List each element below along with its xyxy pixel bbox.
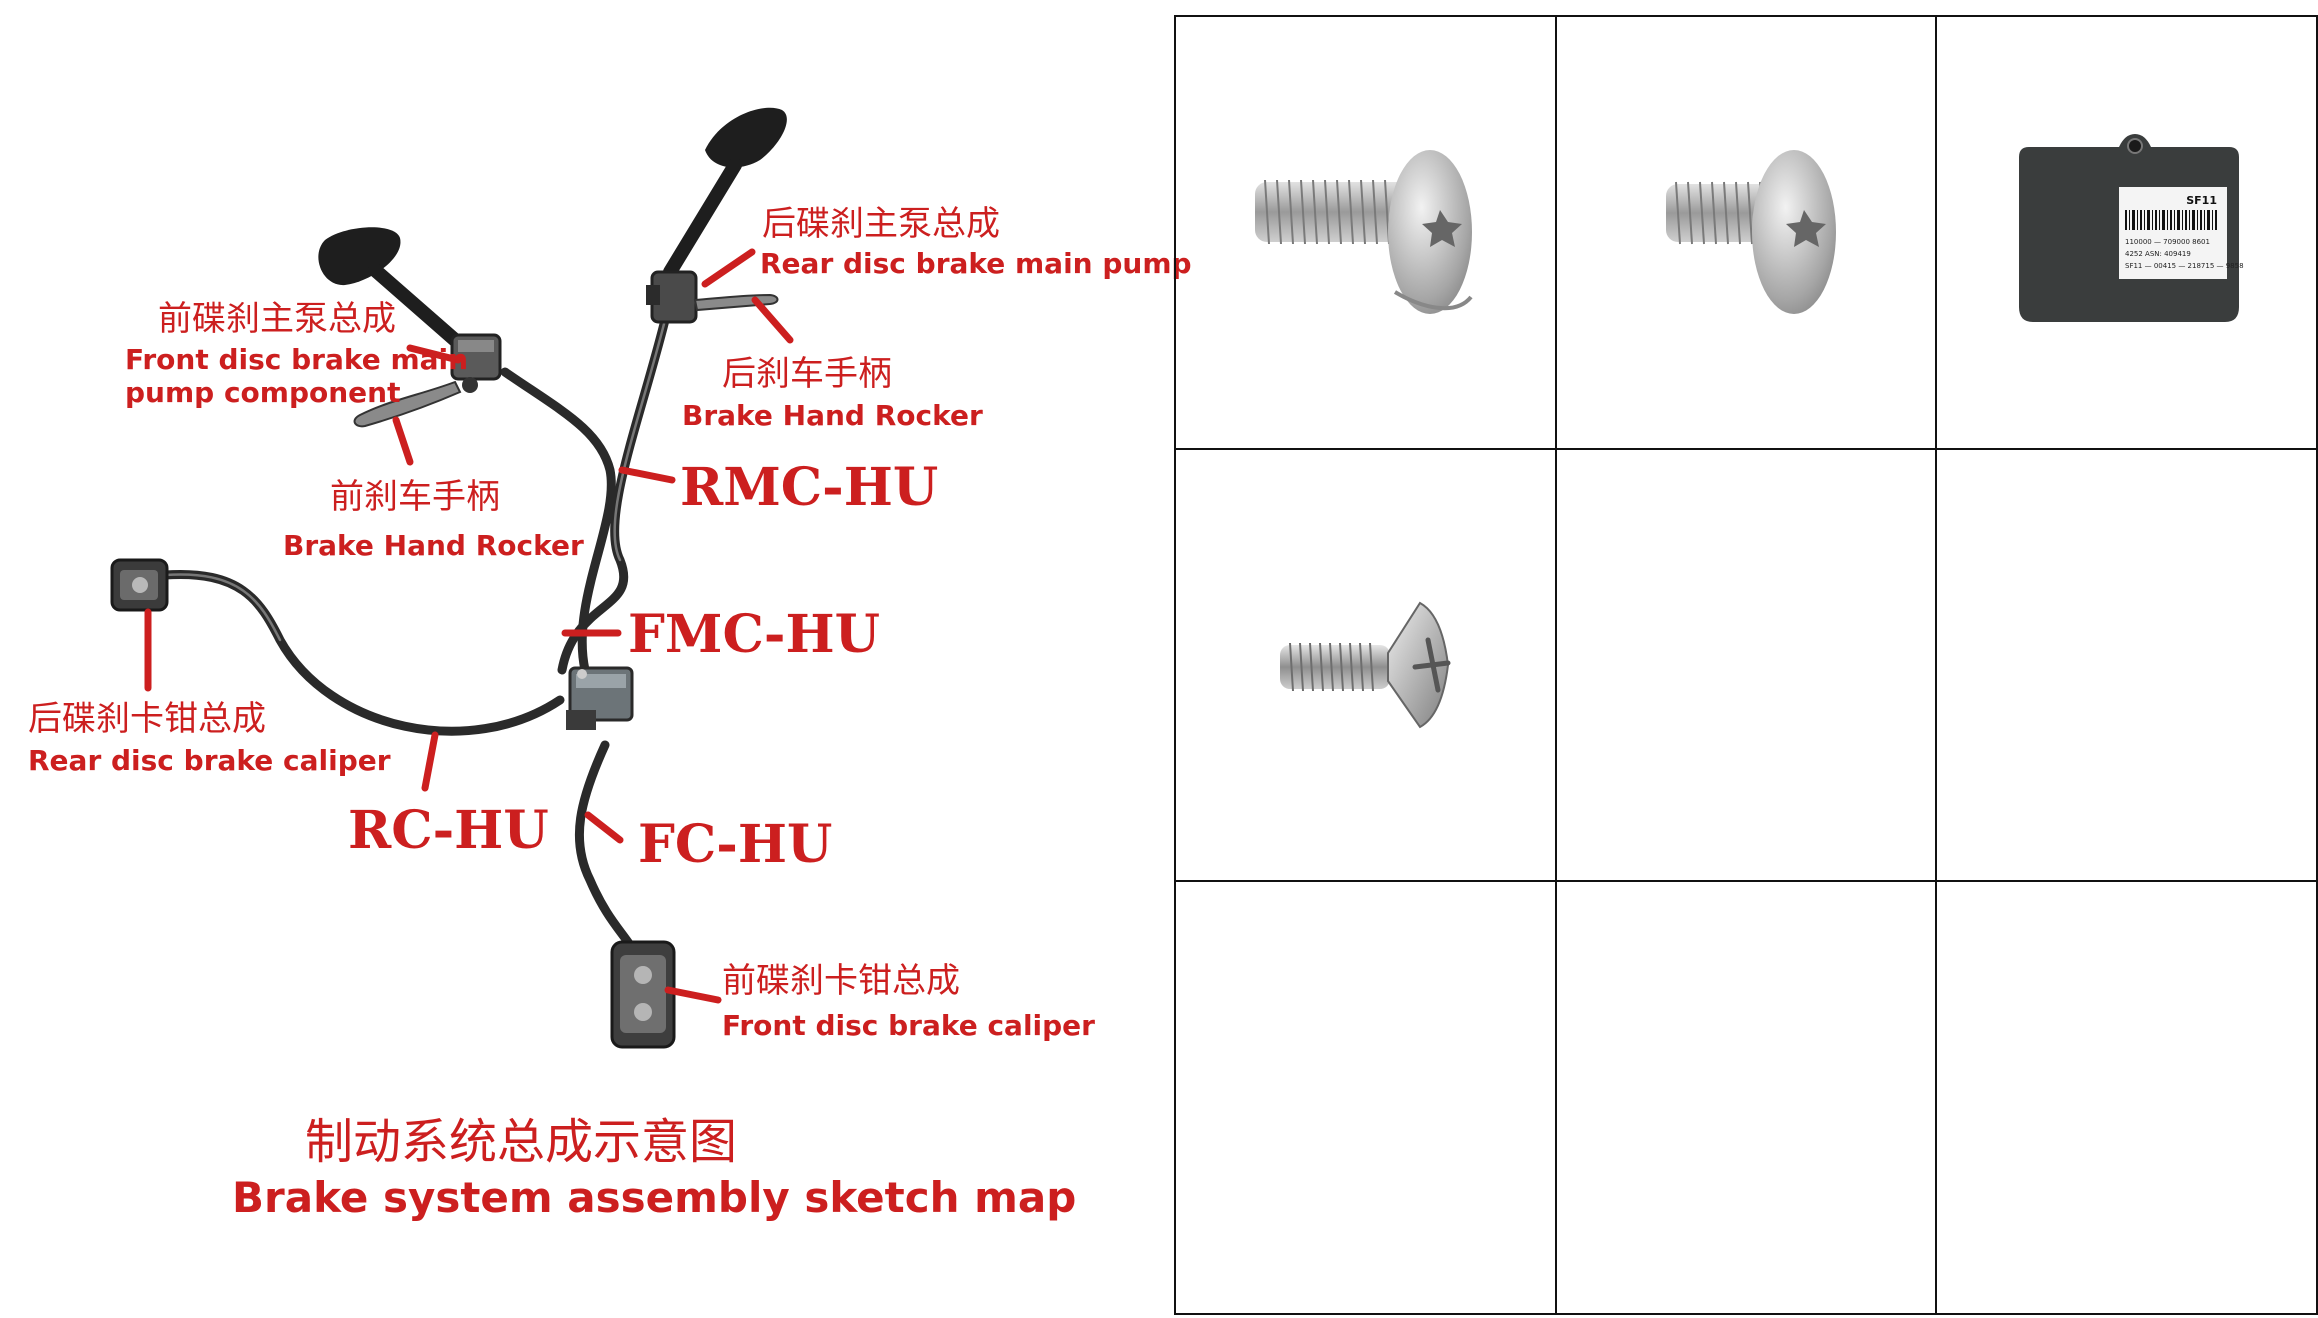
abs-label-line-3: 4252 ASN: 409419	[2125, 250, 2191, 258]
front-caliper-label-en: Front disc brake caliper	[722, 1009, 1095, 1042]
parts-grid-cell-empty	[1176, 882, 1557, 1315]
hose-fmc-hu	[500, 367, 616, 675]
rear-rocker-label-zh: 后刹车手柄	[722, 354, 892, 394]
parts-grid-cell	[1556, 17, 1938, 450]
rear-pump-label-en: Rear disc brake main pump	[760, 247, 1192, 280]
hose-fc-hu	[574, 740, 635, 950]
hose-code-fmc-hu: FMC-HU	[628, 604, 880, 665]
brake-system-diagram: 后碟刹主泵总成 Rear disc brake main pump 前碟刹主泵总…	[28, 107, 1192, 1222]
parts-grid-cell-empty	[1937, 449, 2318, 883]
front-pump-label-en-2: pump component	[125, 376, 400, 409]
rear-master-cylinder-icon	[646, 270, 698, 324]
hose-code-rmc-hu: RMC-HU	[680, 457, 938, 518]
pan-head-torx-screw-long-icon	[1255, 150, 1473, 315]
front-pump-label-zh: 前碟刹主泵总成	[158, 299, 396, 339]
front-rocker-label-zh: 前刹车手柄	[330, 477, 500, 517]
front-caliper-label-zh: 前碟刹卡钳总成	[722, 961, 960, 1001]
pan-head-torx-screw-short-icon	[1665, 150, 1836, 315]
abs-control-module-icon: SF11 110000 — 709000 8601 4252 ASN: 4094…	[2018, 134, 2244, 323]
parts-grid-cell	[1176, 449, 1557, 883]
front-rocker-label-en: Brake Hand Rocker	[283, 529, 584, 562]
abs-label-line-4: SF11 — 00415 — 218715 — 9858	[2125, 262, 2244, 270]
abs-label-line-1: SF11	[2186, 194, 2217, 207]
front-caliper-icon	[610, 940, 676, 1049]
front-mirror-icon	[318, 227, 462, 347]
rear-caliper-label-zh: 后碟刹卡钳总成	[28, 699, 266, 739]
leader-lines	[144, 248, 794, 1004]
parts-grid-cell: SF11 110000 — 709000 8601 4252 ASN: 4094…	[1937, 17, 2318, 450]
front-master-cylinder-icon	[450, 333, 502, 393]
parts-grid-cell-empty	[1937, 882, 2318, 1315]
diagram-title-zh: 制动系统总成示意图	[305, 1114, 737, 1170]
rear-caliper-label-en: Rear disc brake caliper	[28, 744, 391, 777]
front-brake-lever-icon	[353, 380, 462, 428]
countersunk-phillips-screw-icon	[1280, 601, 1451, 729]
brake-hoses	[160, 315, 670, 950]
hose-code-rc-hu: RC-HU	[348, 800, 549, 861]
rear-rocker-label-en: Brake Hand Rocker	[682, 399, 983, 432]
abs-label-line-2: 110000 — 709000 8601	[2125, 238, 2210, 246]
rear-mirror-icon	[663, 107, 787, 279]
abs-barcode	[2124, 210, 2217, 231]
diagram-title-en: Brake system assembly sketch map	[232, 1173, 1076, 1222]
parts-grid-cell	[1176, 17, 1557, 450]
parts-grid-cell-empty	[1556, 882, 1938, 1315]
parts-grid-cell-empty	[1556, 449, 1938, 883]
abs-hydraulic-unit-icon	[566, 666, 634, 730]
rear-caliper-icon	[110, 558, 169, 612]
rear-pump-label-zh: 后碟刹主泵总成	[762, 204, 1000, 244]
front-pump-label-en-1: Front disc brake main	[125, 343, 468, 376]
hose-code-fc-hu: FC-HU	[638, 814, 832, 875]
parts-grid: SF11 110000 — 709000 8601 4252 ASN: 4094…	[1174, 15, 2318, 1315]
